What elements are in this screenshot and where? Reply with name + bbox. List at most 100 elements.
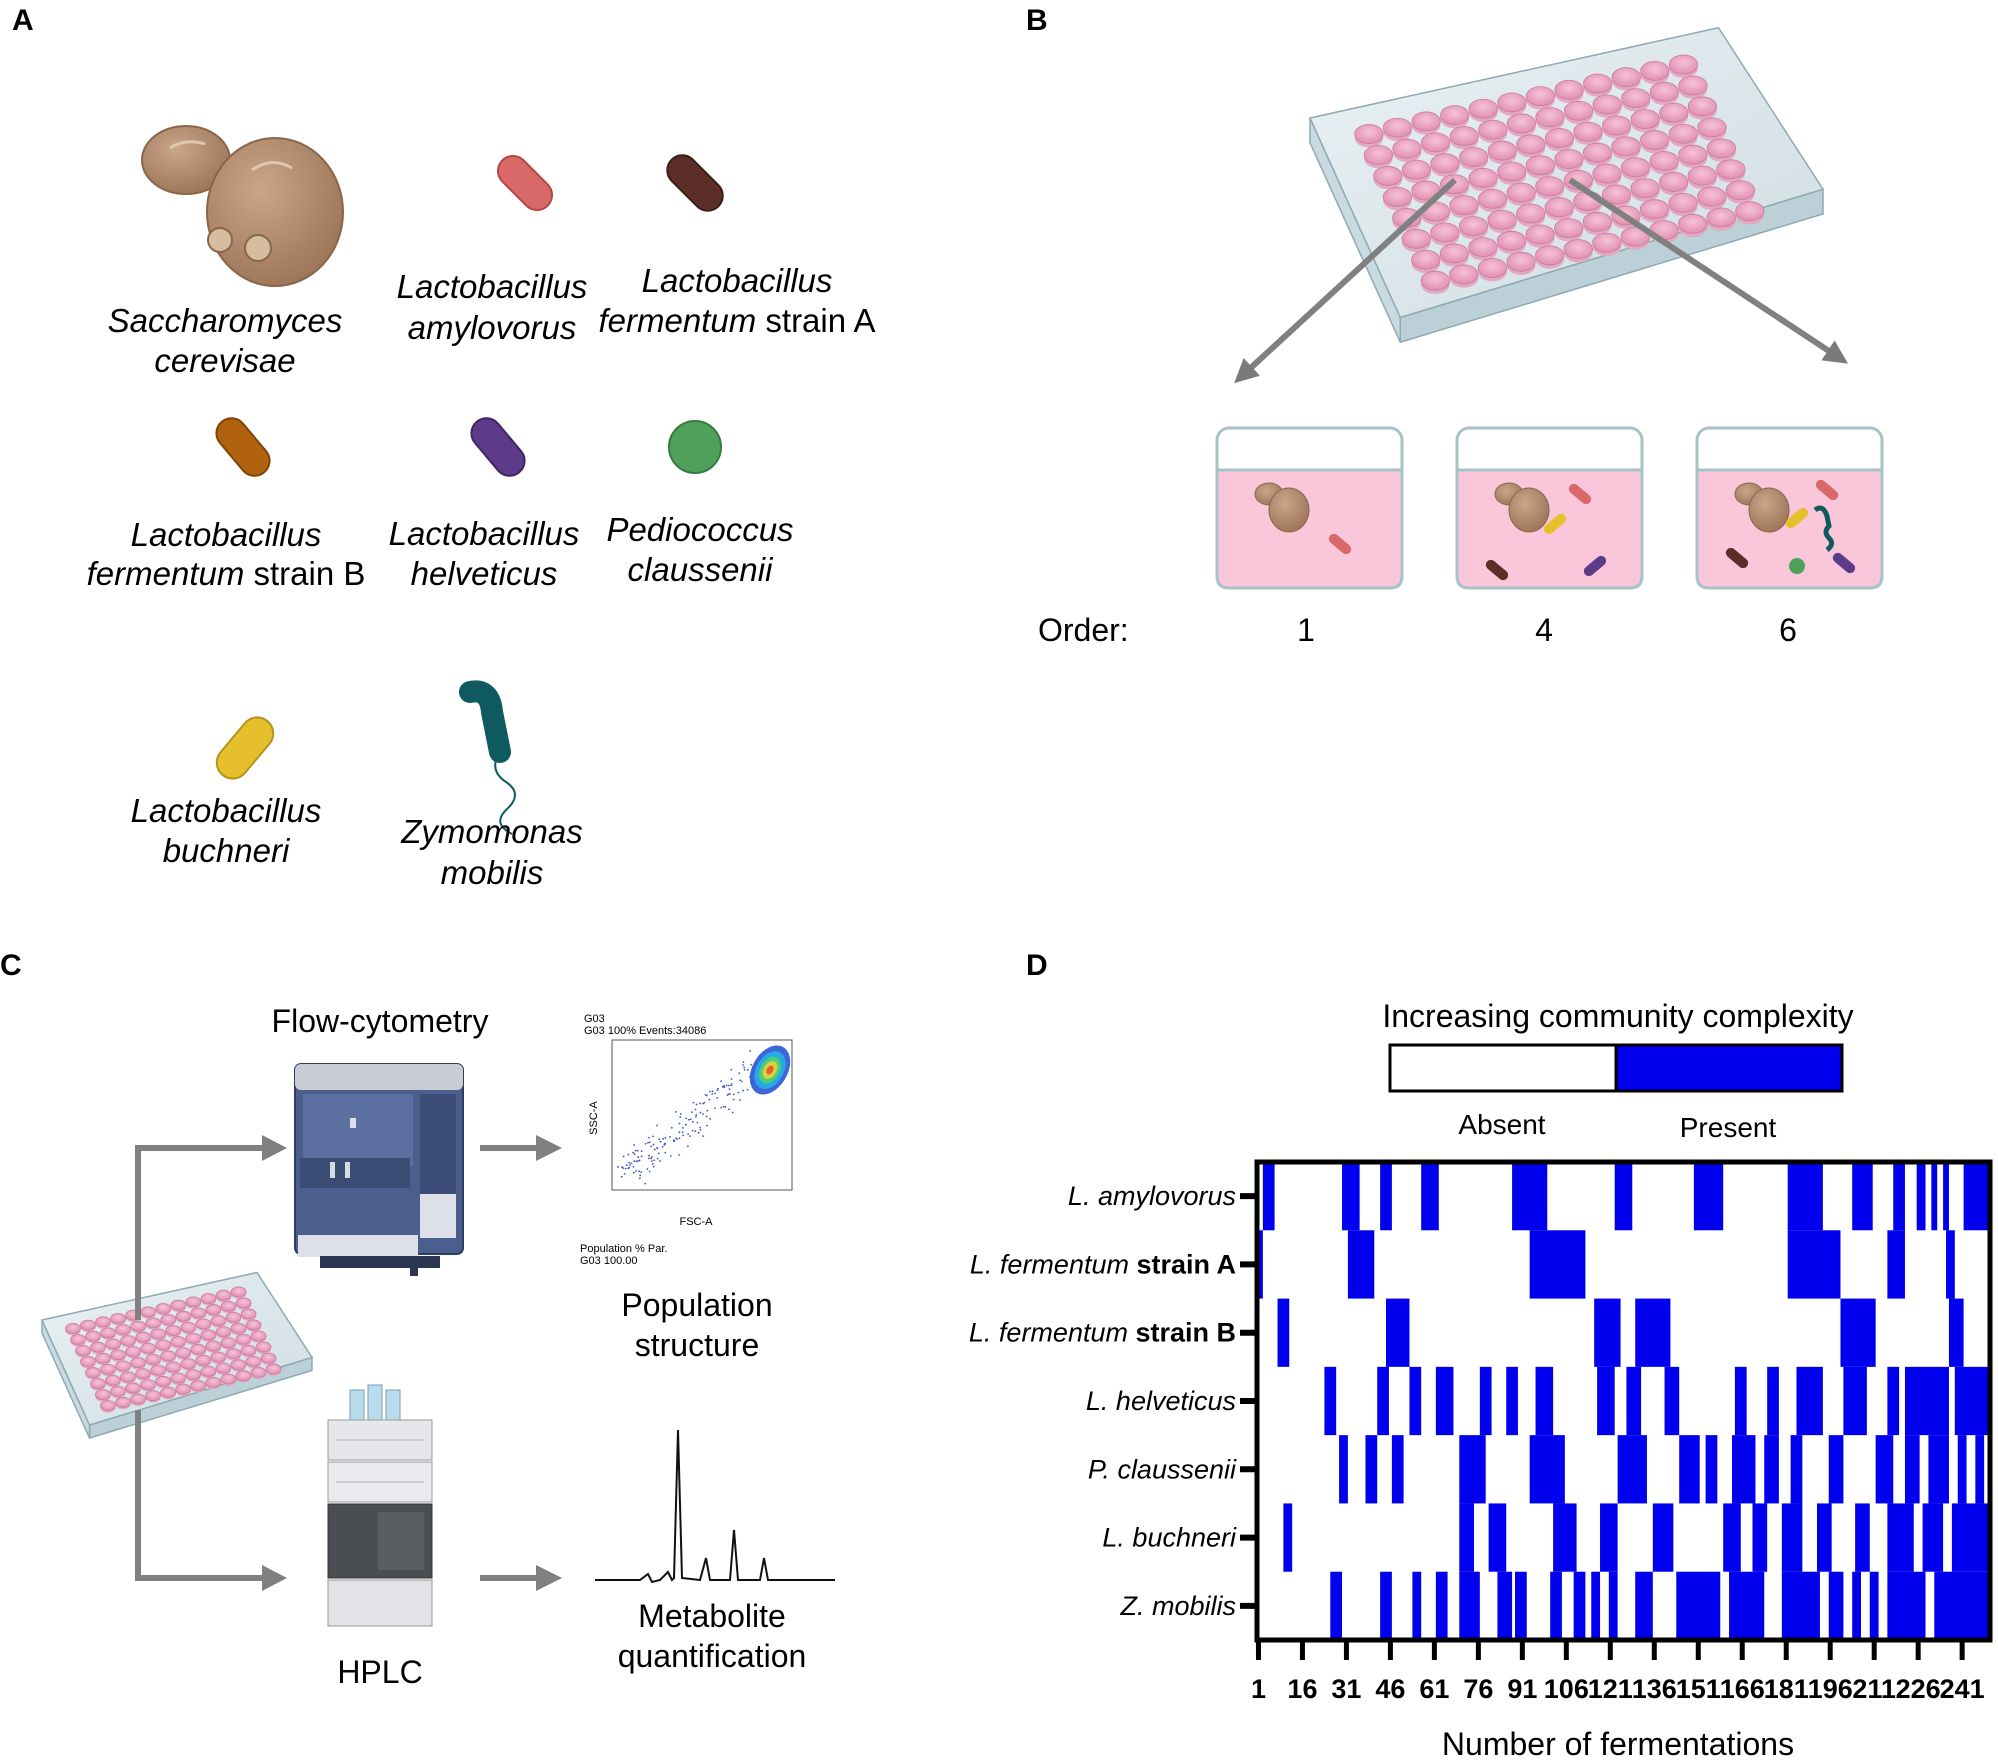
- presence-cell: [1635, 1298, 1671, 1367]
- order-value-1: 1: [1297, 612, 1315, 648]
- svg-text:mobilis: mobilis: [441, 854, 544, 891]
- species-label-helveticus: Lactobacillus helveticus: [389, 515, 580, 592]
- presence-cell: [1342, 1162, 1360, 1231]
- presence-cell: [1679, 1435, 1700, 1504]
- presence-cell: [1764, 1435, 1779, 1504]
- presence-cell: [1852, 1162, 1873, 1231]
- presence-cell: [1277, 1298, 1290, 1367]
- presence-cell: [1614, 1162, 1633, 1231]
- presence-cell: [1600, 1503, 1618, 1572]
- presence-cell: [1781, 1571, 1820, 1640]
- presence-cell: [1529, 1435, 1565, 1504]
- svg-text:Lactobacillus: Lactobacillus: [389, 515, 580, 552]
- row-label: L. fermentum strain B: [969, 1318, 1236, 1348]
- presence-cell: [1963, 1162, 1990, 1231]
- presence-cell: [1790, 1435, 1803, 1504]
- presence-cell: [1617, 1435, 1647, 1504]
- buchneri-icon: [215, 716, 275, 780]
- row-label: L. buchneri: [1102, 1523, 1237, 1553]
- pediococcus-icon: [668, 420, 722, 474]
- svg-text:amylovorus: amylovorus: [408, 309, 577, 346]
- presence-cell: [1693, 1162, 1724, 1231]
- panel-label-a: A: [12, 4, 34, 37]
- x-tick-label: 46: [1375, 1674, 1405, 1704]
- x-tick-label: 196: [1808, 1674, 1853, 1704]
- presence-cell: [1497, 1571, 1513, 1640]
- row-label: L. amylovorus: [1068, 1181, 1236, 1211]
- population-label-line2: structure: [635, 1327, 759, 1363]
- svg-text:Lactobacillus: Lactobacillus: [397, 268, 588, 305]
- legend-title: Increasing community complexity: [1382, 998, 1853, 1034]
- svg-text:helveticus: helveticus: [411, 555, 558, 592]
- x-tick-label: 151: [1676, 1674, 1721, 1704]
- panel-label-b: B: [1026, 4, 1048, 37]
- presence-cell: [1652, 1503, 1674, 1572]
- presence-cell: [1635, 1571, 1653, 1640]
- panel-d: Increasing community complexity Absent P…: [969, 998, 1993, 1761]
- presence-cell: [1608, 1571, 1618, 1640]
- presence-cell: [1380, 1571, 1392, 1640]
- presence-cell: [1380, 1162, 1392, 1231]
- svg-text:fermentum strain A: fermentum strain A: [599, 302, 876, 339]
- presence-cell: [1330, 1571, 1343, 1640]
- row-label: Z. mobilis: [1119, 1591, 1236, 1621]
- x-tick-label: 1: [1251, 1674, 1266, 1704]
- presence-cell: [1515, 1571, 1527, 1640]
- presence-cell: [1553, 1503, 1577, 1572]
- arrow-left: [1234, 177, 1458, 384]
- presence-cell: [1597, 1366, 1615, 1436]
- x-tick-label: 211: [1852, 1674, 1896, 1704]
- presence-cell: [1377, 1366, 1389, 1436]
- presence-cell: [1535, 1366, 1554, 1436]
- svg-text:SSC-A: SSC-A: [588, 1101, 600, 1135]
- presence-cell: [1324, 1366, 1337, 1436]
- presence-cell: [1843, 1366, 1867, 1436]
- microplate-icon: [1308, 26, 1825, 344]
- population-label-line1: Population: [621, 1287, 772, 1323]
- presence-cell: [1946, 1230, 1955, 1299]
- presence-cell: [1257, 1230, 1263, 1299]
- presence-cell: [1459, 1503, 1474, 1572]
- zymomonas-icon: [459, 680, 516, 835]
- presence-cell: [1339, 1435, 1348, 1504]
- x-tick-label: 166: [1720, 1674, 1765, 1704]
- presence-cell: [1887, 1230, 1905, 1299]
- presence-cell: [1723, 1503, 1741, 1572]
- row-label: P. claussenii: [1088, 1454, 1237, 1484]
- presence-cell: [1787, 1162, 1823, 1231]
- presence-cell: [1731, 1435, 1756, 1504]
- presence-cell: [1875, 1435, 1894, 1504]
- chromatogram-icon: [595, 1429, 835, 1584]
- presence-cell: [1957, 1435, 1967, 1504]
- presence-cell: [1676, 1571, 1721, 1640]
- legend-present-swatch: [1614, 1043, 1844, 1093]
- species-label-amylovorus: Lactobacillus amylovorus: [397, 268, 588, 346]
- presence-cell: [1943, 1162, 1949, 1231]
- arrow-to-plot-icon: [536, 1135, 562, 1161]
- presence-heatmap: [1257, 1162, 1990, 1640]
- presence-cell: [1412, 1571, 1422, 1640]
- species-label-fermentum-b: Lactobacillus fermentum strain B: [87, 516, 366, 592]
- presence-cell: [1928, 1435, 1949, 1504]
- presence-cell: [1887, 1571, 1926, 1640]
- presence-cell: [1931, 1162, 1938, 1231]
- x-tick-label: 121: [1588, 1674, 1633, 1704]
- row-label: L. helveticus: [1086, 1386, 1236, 1416]
- svg-text:Lactobacillus: Lactobacillus: [131, 792, 322, 829]
- presence-cell: [1594, 1298, 1621, 1367]
- presence-cell: [1828, 1435, 1844, 1504]
- presence-cell: [1904, 1366, 1949, 1436]
- presence-cell: [1934, 1571, 1990, 1640]
- connector-lower: [135, 1410, 265, 1581]
- presence-cell: [1817, 1503, 1832, 1572]
- svg-text:Pediococcus: Pediococcus: [606, 511, 793, 548]
- arrow-to-chromatogram-icon: [536, 1565, 562, 1591]
- presence-cell: [1506, 1366, 1518, 1436]
- x-tick-label: 136: [1632, 1674, 1677, 1704]
- flow-cytometry-label: Flow-cytometry: [272, 1003, 489, 1039]
- presence-cell: [1954, 1366, 1990, 1436]
- x-tick-label: 91: [1507, 1674, 1537, 1704]
- presence-cell: [1435, 1571, 1448, 1640]
- x-tick-label: 76: [1463, 1674, 1493, 1704]
- presence-cell: [1529, 1230, 1586, 1299]
